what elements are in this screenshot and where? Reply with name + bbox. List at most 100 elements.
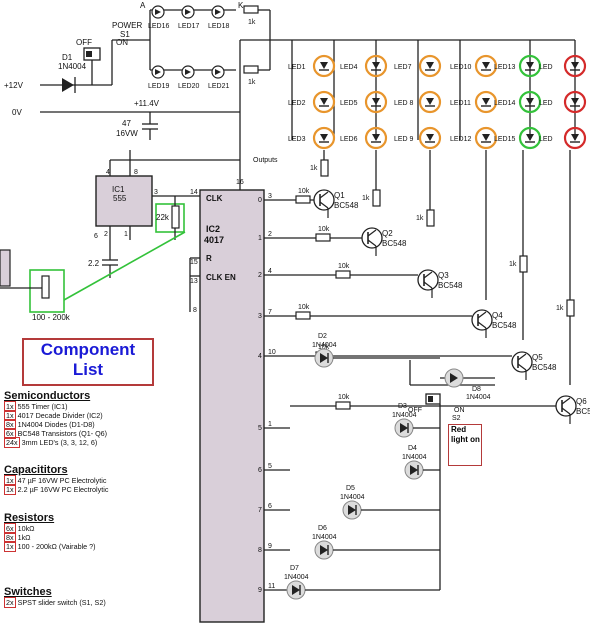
semis-qty: 24x xyxy=(4,437,20,448)
svg-text:2: 2 xyxy=(258,272,262,279)
power-label: POWER xyxy=(112,21,142,30)
semis-qty: 8x xyxy=(4,419,16,430)
ic2-output-pin: 12 xyxy=(258,231,290,242)
res-qty: 6x xyxy=(4,523,16,534)
grid-led: LED 8 xyxy=(394,90,442,114)
grid-led: LED xyxy=(539,54,587,78)
d8-label: D8 xyxy=(472,386,481,393)
grid-led-label: LED xyxy=(539,136,553,143)
base-resistor-label: 10k xyxy=(318,344,330,351)
grid-led: LED2 xyxy=(288,90,336,114)
diode-name: D6 xyxy=(318,525,327,532)
diode-part: 1N4004 xyxy=(284,574,309,581)
grid-led: LED5 xyxy=(340,90,388,114)
svg-text:9: 9 xyxy=(268,543,272,550)
component-title-line2: List xyxy=(72,360,104,379)
svg-text:2: 2 xyxy=(104,231,108,238)
grid-led-label: LED 9 xyxy=(394,136,414,143)
capacitor-c1 xyxy=(142,112,158,140)
top-led-1: LED16 xyxy=(148,5,170,30)
res-qty: 8x xyxy=(4,532,16,543)
res-text: 10kΩ xyxy=(15,524,35,533)
res-qty: 1x xyxy=(4,541,16,552)
diode-part: 1N4004 xyxy=(402,454,427,461)
power-section: D1 1N4004 +12V 0V POWER S1 OFF ON +11.4V… xyxy=(4,1,575,190)
potentiometer[interactable] xyxy=(41,275,50,299)
svg-text:9: 9 xyxy=(258,587,262,594)
ic2-clk-label: CLK xyxy=(206,194,223,203)
top-led-5: LED20 xyxy=(178,65,200,90)
grid-led-label: LED4 xyxy=(340,64,358,71)
caps-qty: 1x xyxy=(4,475,16,486)
base-resistor-label: 10k xyxy=(298,188,310,195)
svg-text:1: 1 xyxy=(268,421,272,428)
top-led-label: LED19 xyxy=(148,83,170,90)
c1-value-label: 47 xyxy=(122,119,131,128)
top-led-2: LED17 xyxy=(178,5,200,30)
res-text: 100 - 200kΩ (Vairable ?) xyxy=(15,542,96,551)
collector-resistor: 1k xyxy=(416,209,435,227)
s1-label: S1 xyxy=(120,30,130,39)
grid-led: LED1 xyxy=(288,54,336,78)
svg-text:4: 4 xyxy=(268,268,272,275)
diode-d4: D4 1N4004 xyxy=(402,445,440,480)
collector-resistor: 1k xyxy=(362,189,381,207)
base-resistor-label: 10k xyxy=(338,263,350,270)
resistor-22k xyxy=(171,205,180,229)
resistor-top-2-label: 1k xyxy=(248,79,256,86)
semis-item: 1x 555 Timer (IC1) xyxy=(4,401,107,412)
ic2-r-label: R xyxy=(206,254,212,263)
ic2-output-pin: 89 xyxy=(258,543,290,554)
grid-led-label: LED12 xyxy=(450,136,472,143)
s2-label: S2 xyxy=(452,415,461,422)
v-rail-label: +11.4V xyxy=(134,99,160,108)
semis-header: Semiconductors xyxy=(4,390,91,402)
ic2-output-pin: 76 xyxy=(258,503,290,514)
svg-text:8: 8 xyxy=(258,547,262,554)
ic1-name: IC1 xyxy=(112,185,125,194)
diode-part: 1N4004 xyxy=(340,494,365,501)
grid-led: LED xyxy=(539,90,587,114)
diode-name: D7 xyxy=(290,565,299,572)
collector-resistor-label: 1k xyxy=(310,165,318,172)
sw-header: Switches xyxy=(4,586,52,598)
c2-value-label: 2.2 xyxy=(88,259,100,268)
grid-led: LED 9 xyxy=(394,126,442,150)
resistor-22k-highlight xyxy=(155,203,185,233)
semis-item: 8x 1N4004 Diodes (D1-D8) xyxy=(4,419,107,430)
grid-led-label: LED10 xyxy=(450,64,472,71)
top-led-3: LED18 xyxy=(208,5,230,30)
svg-text:8: 8 xyxy=(193,307,197,314)
diode-name: D4 xyxy=(408,445,417,452)
grid-led-label: LED6 xyxy=(340,136,358,143)
grid-led-label: LED14 xyxy=(494,100,516,107)
transistor-name: Q3 xyxy=(438,271,449,280)
grid-led: LED10 xyxy=(450,54,498,78)
pot-highlight xyxy=(29,269,65,313)
switch-s1[interactable] xyxy=(83,47,101,85)
caps-header: Capacititors xyxy=(4,464,68,476)
grid-led: LED11 xyxy=(450,90,498,114)
ic2-output-pin: 37 xyxy=(258,309,290,320)
diode-d7: D7 1N4004 xyxy=(284,565,440,600)
grid-led: LED6 xyxy=(340,126,388,150)
grid-led: LED7 xyxy=(394,54,442,78)
collector-resistor-label: 1k xyxy=(556,305,564,312)
outputs-label: Outputs xyxy=(253,157,278,164)
ic2-part: 4017 xyxy=(204,235,224,245)
diode-group: D21N4004D31N4004D41N4004D51N4004D61N4004… xyxy=(284,333,440,600)
ic2-4017: IC2 4017 CLK R CLK EN Outputs 16 14 15 1… xyxy=(189,157,278,623)
base-resistor-label: 10k xyxy=(338,394,350,401)
svg-text:1: 1 xyxy=(124,231,128,238)
svg-text:3: 3 xyxy=(268,193,272,200)
switch-s2[interactable] xyxy=(425,393,441,405)
capacitor-list: Capacititors 1x 47 µF 16VW PC Electrolyt… xyxy=(4,464,108,495)
transistor-part: BC548 xyxy=(532,363,557,372)
grid-led-label: LED1 xyxy=(288,64,306,71)
transistor-name: Q4 xyxy=(492,311,503,320)
ic2-clken-label: CLK EN xyxy=(206,273,236,282)
